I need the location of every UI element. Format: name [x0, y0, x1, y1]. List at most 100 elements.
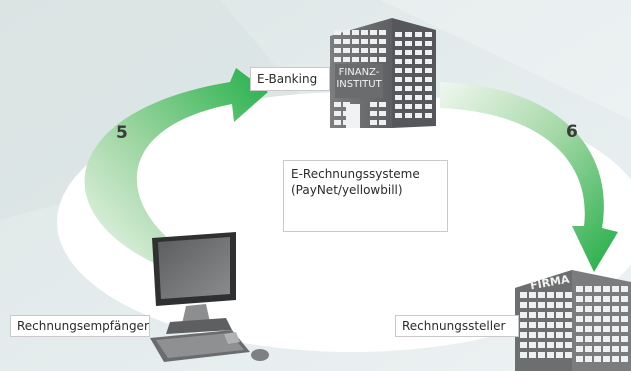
window	[612, 356, 619, 362]
window	[395, 32, 402, 37]
window	[621, 336, 628, 342]
window	[621, 356, 628, 362]
window	[425, 95, 432, 100]
window	[370, 48, 377, 53]
window	[565, 292, 572, 298]
window	[556, 342, 563, 348]
window	[334, 111, 341, 116]
window	[520, 302, 527, 308]
window	[405, 95, 412, 100]
window	[621, 346, 628, 352]
window	[343, 57, 350, 62]
window	[520, 332, 527, 338]
window	[621, 286, 628, 292]
window	[556, 312, 563, 318]
window	[343, 48, 350, 53]
window	[425, 41, 432, 46]
window	[370, 57, 377, 62]
window	[405, 50, 412, 55]
window	[585, 296, 592, 302]
window	[621, 316, 628, 322]
window	[556, 322, 563, 328]
window	[603, 336, 610, 342]
window	[395, 50, 402, 55]
step-number-6: 6	[566, 122, 578, 142]
window	[370, 30, 377, 35]
window	[334, 39, 341, 44]
window	[352, 30, 359, 35]
window	[565, 322, 572, 328]
window	[395, 86, 402, 91]
bank-sign-line2: INSTITUT	[336, 79, 382, 90]
window	[529, 302, 536, 308]
window	[425, 50, 432, 55]
window	[415, 41, 422, 46]
invoice-recipient-label: Rechnungsempfänger	[10, 315, 150, 337]
window	[370, 102, 377, 107]
window	[529, 332, 536, 338]
window	[425, 104, 432, 109]
window	[379, 102, 386, 107]
window	[343, 30, 350, 35]
window	[520, 292, 527, 298]
window	[395, 41, 402, 46]
window	[585, 356, 592, 362]
window	[603, 316, 610, 322]
bank-sign-line1: FINANZ-	[338, 67, 380, 78]
window	[547, 322, 554, 328]
window	[415, 104, 422, 109]
window	[370, 111, 377, 116]
window	[594, 306, 601, 312]
window	[603, 296, 610, 302]
window	[334, 57, 341, 62]
system-line-1: E-Rechnungssysteme	[291, 167, 420, 181]
window	[538, 342, 545, 348]
window	[547, 312, 554, 318]
window	[415, 86, 422, 91]
window	[361, 30, 368, 35]
window	[520, 322, 527, 328]
window	[415, 68, 422, 73]
window	[594, 356, 601, 362]
window	[334, 48, 341, 53]
window	[565, 352, 572, 358]
window	[334, 102, 341, 107]
background-highlight	[380, 0, 631, 120]
window	[379, 30, 386, 35]
window	[538, 302, 545, 308]
window	[370, 39, 377, 44]
window	[529, 292, 536, 298]
window	[520, 352, 527, 358]
window	[594, 286, 601, 292]
window	[556, 292, 563, 298]
window	[520, 312, 527, 318]
window	[603, 306, 610, 312]
window	[547, 332, 554, 338]
computer	[150, 232, 269, 362]
window	[594, 336, 601, 342]
window	[415, 59, 422, 64]
window	[556, 332, 563, 338]
company-building	[515, 270, 631, 371]
window	[529, 312, 536, 318]
window	[585, 286, 592, 292]
window	[405, 104, 412, 109]
window	[425, 113, 432, 118]
window	[425, 59, 432, 64]
window	[547, 352, 554, 358]
window	[621, 326, 628, 332]
window	[395, 113, 402, 118]
window	[585, 336, 592, 342]
window	[538, 352, 545, 358]
window	[621, 306, 628, 312]
ebanking-label: E-Banking	[250, 67, 330, 91]
window	[603, 356, 610, 362]
window	[361, 57, 368, 62]
window	[415, 113, 422, 118]
window	[565, 332, 572, 338]
window	[352, 57, 359, 62]
window	[585, 326, 592, 332]
arrow-step-6	[440, 82, 618, 272]
